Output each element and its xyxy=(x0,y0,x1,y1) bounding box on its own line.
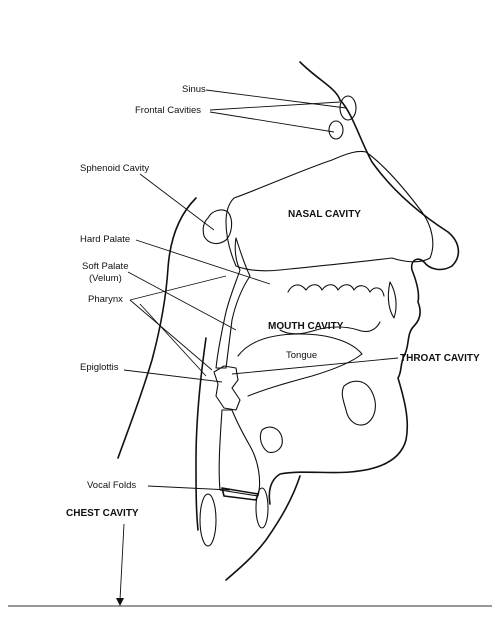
sphenoid-leader xyxy=(139,173,215,231)
chest-cavity-arrowhead xyxy=(116,598,124,606)
nasal-cavity-region xyxy=(225,150,434,272)
throat-cavity-region xyxy=(213,365,241,411)
label-throat-cavity: THROAT CAVITY xyxy=(400,353,480,364)
label-sinus: Sinus xyxy=(182,84,206,95)
throat-cavity-leader xyxy=(231,357,399,375)
back-of-head-outline xyxy=(117,197,197,459)
hyoid-outline xyxy=(259,426,283,453)
neck-front-outline xyxy=(225,475,301,581)
frontal-leader-2 xyxy=(209,111,335,133)
vocal-folds-leader xyxy=(147,485,231,491)
incisor xyxy=(387,281,397,319)
label-mouth-cavity: MOUTH CAVITY xyxy=(268,321,344,332)
chest-cavity-arrow-shaft xyxy=(119,523,125,601)
label-nasal-cavity: NASAL CAVITY xyxy=(288,209,361,220)
label-epiglottis: Epiglottis xyxy=(80,362,119,373)
label-soft-palate: Soft Palate xyxy=(82,261,128,272)
sinus-leader xyxy=(205,89,347,109)
label-pharynx: Pharynx xyxy=(88,294,123,305)
tongue-outline xyxy=(237,333,363,397)
frontal-cavity-bubble xyxy=(328,120,344,140)
frontal-leader-1 xyxy=(209,101,341,111)
label-hard-palate: Hard Palate xyxy=(80,234,130,245)
soft-palate-leader xyxy=(127,271,237,331)
trachea-ring-left xyxy=(199,493,217,547)
trachea-ring-right xyxy=(255,487,269,529)
label-tongue: Tongue xyxy=(286,350,317,361)
upper-teeth xyxy=(287,284,385,297)
larynx-region xyxy=(218,409,261,497)
pharynx-leader-1 xyxy=(129,275,227,301)
label-velum: (Velum) xyxy=(89,273,122,284)
pharynx-leader-3 xyxy=(139,303,207,377)
label-chest-cavity: CHEST CAVITY xyxy=(66,508,139,519)
sphenoid-cavity-shape xyxy=(202,209,233,245)
label-frontal-cavities: Frontal Cavities xyxy=(135,105,201,116)
sinus-bubble xyxy=(339,95,357,121)
label-vocal-folds: Vocal Folds xyxy=(87,480,136,491)
epiglottis-leader xyxy=(123,369,223,383)
pharynx-leader-2 xyxy=(129,299,213,371)
label-sphenoid-cavity: Sphenoid Cavity xyxy=(80,163,149,174)
face-profile-outline xyxy=(268,61,460,505)
hard-palate-leader xyxy=(135,239,271,285)
jaw-bone-outline xyxy=(341,380,376,426)
